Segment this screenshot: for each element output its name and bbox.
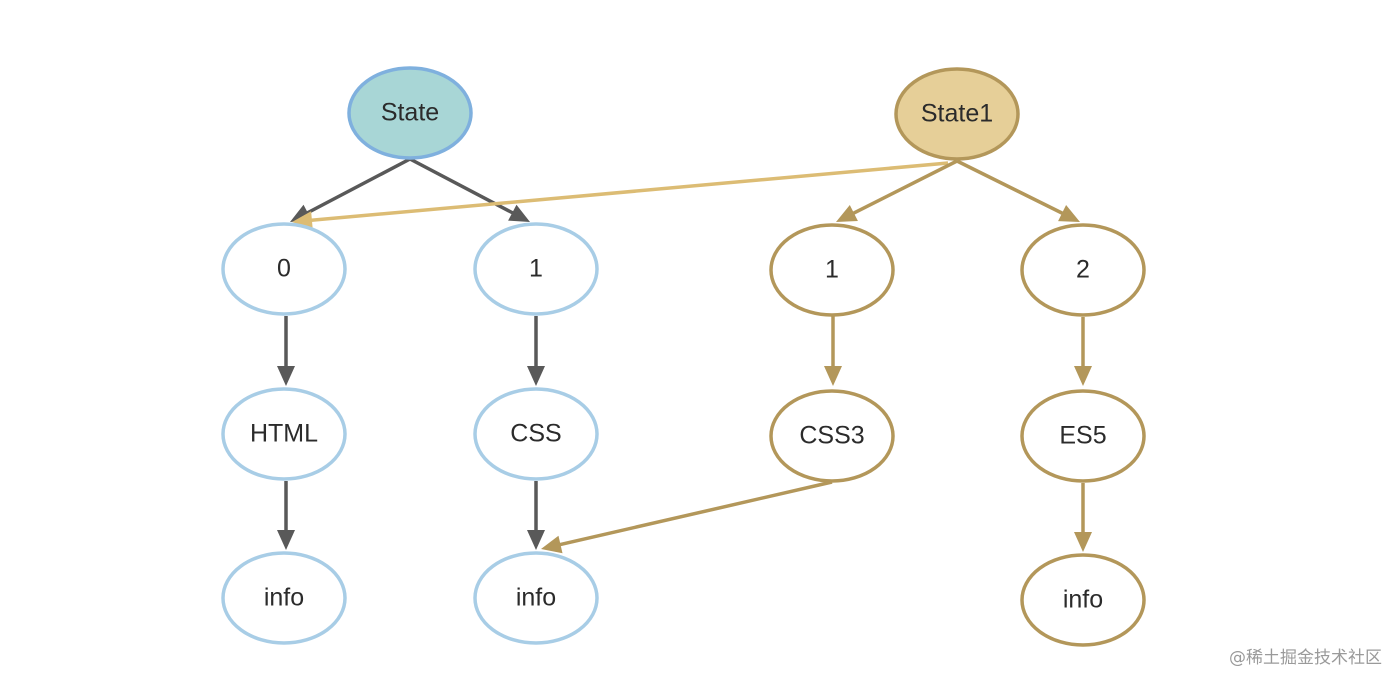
node-label: State: [381, 99, 439, 127]
edge-s0-to-html: [277, 316, 295, 386]
node-ellipse: [894, 67, 1020, 161]
node-html: HTML: [221, 387, 347, 481]
edge-html-to-info_a: [277, 481, 295, 550]
node-ellipse: [1020, 389, 1146, 483]
node-es5: ES5: [1020, 389, 1146, 483]
node-t2: 2: [1020, 223, 1146, 317]
node-label: ES5: [1059, 422, 1106, 450]
node-ellipse: [221, 551, 347, 645]
node-info_a: info: [221, 551, 347, 645]
arrowhead-icon: [527, 366, 545, 386]
arrowhead-icon: [277, 530, 295, 550]
arrowhead-icon: [277, 366, 295, 386]
node-state: State: [347, 66, 473, 160]
node-ellipse: [1020, 223, 1146, 317]
watermark-text: @稀土掘金技术社区: [1229, 648, 1382, 668]
node-ellipse: [1020, 553, 1146, 647]
edge-css3-to-info_b: [541, 480, 833, 554]
edge-state1-to-s0: [292, 161, 949, 230]
edge-t1-to-css3: [824, 316, 842, 386]
node-ellipse: [221, 387, 347, 481]
arrowhead-icon: [292, 211, 313, 230]
node-state1: State1: [894, 67, 1020, 161]
edges-layer: [277, 157, 1092, 554]
node-info_b: info: [473, 551, 599, 645]
node-label: CSS3: [799, 422, 864, 450]
node-label: HTML: [250, 420, 318, 448]
node-ellipse: [473, 222, 599, 316]
node-label: State1: [921, 100, 993, 128]
edge-state1-to-t1: [836, 159, 958, 222]
arrowhead-icon: [1058, 205, 1080, 222]
node-s1: 1: [473, 222, 599, 316]
node-css3: CSS3: [769, 389, 895, 483]
node-t1: 1: [769, 223, 895, 317]
node-label: 0: [277, 255, 291, 283]
node-label: 2: [1076, 256, 1090, 284]
arrowhead-icon: [527, 530, 545, 550]
node-label: 1: [825, 256, 839, 284]
arrowhead-icon: [836, 204, 858, 222]
arrowhead-icon: [541, 535, 563, 554]
edge-state-to-s1: [409, 157, 530, 222]
node-ellipse: [473, 551, 599, 645]
node-label: info: [516, 584, 556, 612]
node-ellipse: [473, 387, 599, 481]
node-label: CSS: [510, 420, 561, 448]
node-label: 1: [529, 255, 543, 283]
arrowhead-icon: [1074, 366, 1092, 386]
node-ellipse: [347, 66, 473, 160]
node-info_c: info: [1020, 553, 1146, 647]
arrowhead-icon: [1074, 532, 1092, 552]
edge-line: [309, 161, 949, 223]
arrowhead-icon: [824, 366, 842, 386]
node-ellipse: [221, 222, 347, 316]
edge-line: [305, 157, 411, 216]
node-css: CSS: [473, 387, 599, 481]
arrowhead-icon: [508, 204, 530, 222]
edge-state1-to-t2: [956, 159, 1080, 222]
edge-css-to-info_b: [527, 481, 545, 550]
edge-line: [956, 159, 1065, 216]
node-label: info: [264, 584, 304, 612]
node-ellipse: [769, 223, 895, 317]
node-s0: 0: [221, 222, 347, 316]
node-ellipse: [769, 389, 895, 483]
node-label: info: [1063, 586, 1103, 614]
edge-line: [851, 159, 958, 216]
edge-t2-to-es5: [1074, 317, 1092, 386]
edge-es5-to-info_c: [1074, 483, 1092, 552]
edge-line: [558, 480, 833, 547]
edge-s1-to-css: [527, 316, 545, 386]
